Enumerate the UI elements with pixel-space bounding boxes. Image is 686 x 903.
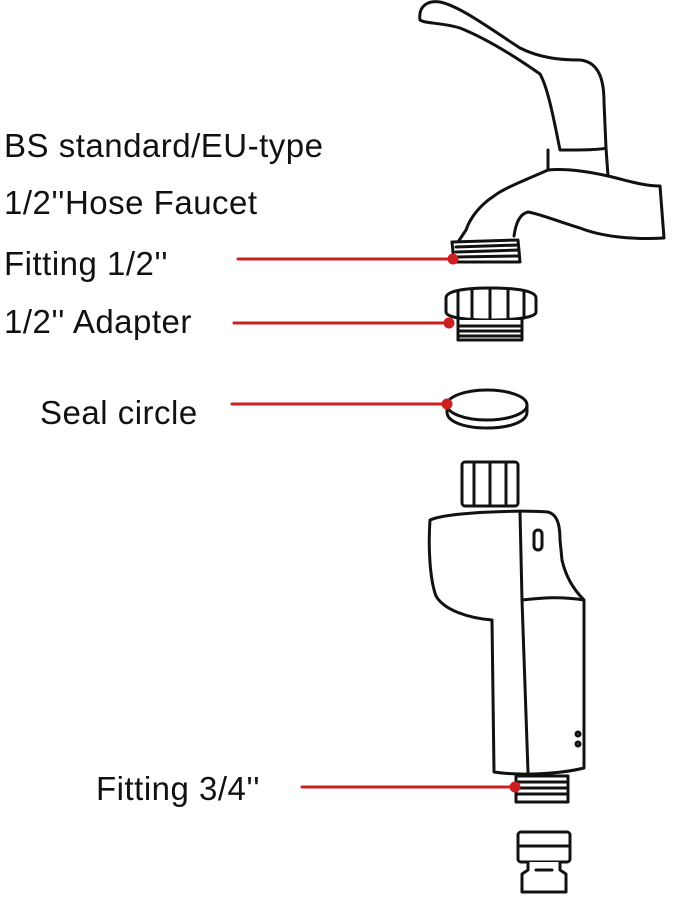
adapter-icon bbox=[444, 286, 538, 342]
leader-fitting-half bbox=[236, 253, 459, 265]
label-faucet: 1/2''Hose Faucet bbox=[4, 184, 258, 221]
label-standard: BS standard/EU-type bbox=[4, 127, 324, 164]
label-adapter: 1/2'' Adapter bbox=[4, 303, 192, 340]
label-fitting-half: Fitting 1/2'' bbox=[4, 245, 169, 282]
timer-body-icon bbox=[427, 460, 586, 804]
leader-seal bbox=[230, 398, 453, 410]
label-seal: Seal circle bbox=[40, 394, 198, 431]
label-fitting-three-quarter: Fitting 3/4'' bbox=[96, 770, 261, 807]
leader-adapter bbox=[232, 317, 455, 329]
leader-fitting-three-quarter bbox=[300, 781, 521, 793]
quick-connector-icon bbox=[516, 830, 572, 894]
hose-faucet-icon bbox=[418, 0, 666, 264]
seal-circle-icon bbox=[445, 388, 529, 430]
